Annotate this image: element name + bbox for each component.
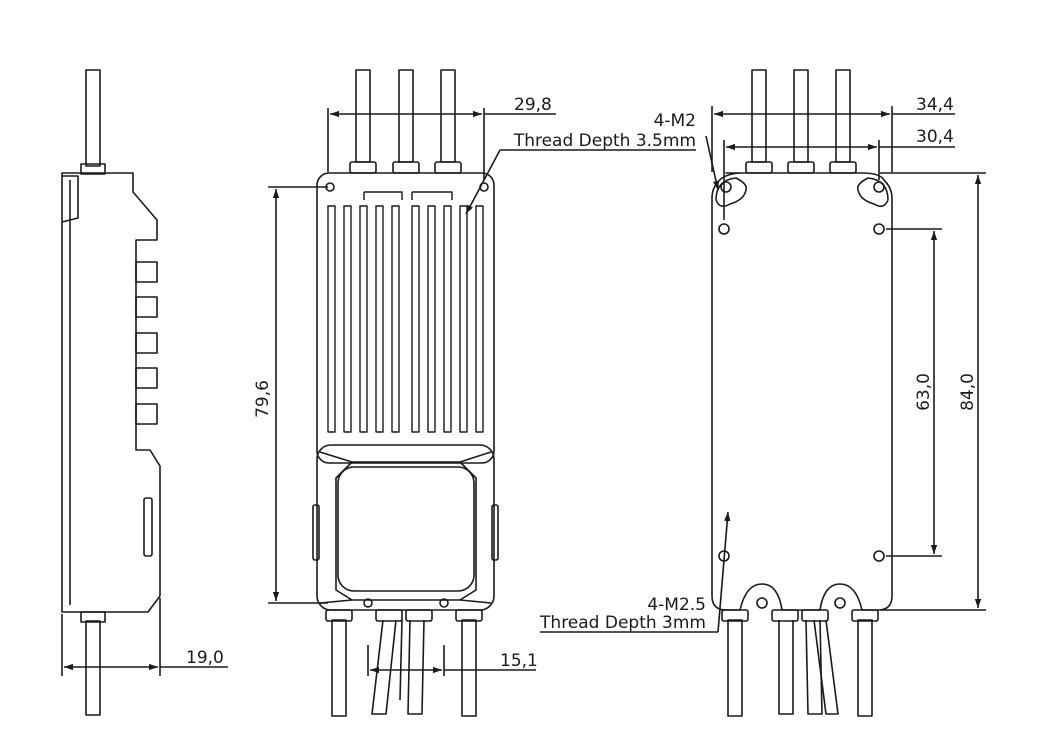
cap-cover-bevel (335, 461, 477, 601)
bottom-view-bottom-wires (721, 609, 879, 717)
heatsink-fins (327, 191, 484, 433)
top-view (312, 69, 499, 717)
label-top-thread-depth: Thread Depth 3.5mm (513, 131, 696, 151)
label-bottom-height: 84,0 (958, 373, 978, 411)
bottom-view-top-wires (745, 69, 857, 174)
top-hole-bottom-left (363, 598, 373, 608)
label-side-width: 19,0 (186, 648, 224, 668)
bottom-plate-outline (711, 172, 893, 611)
bottom-hole-m2-left (720, 181, 732, 193)
dim-top-wire-span (367, 645, 536, 676)
cap-side-right (491, 504, 499, 561)
label-bottom-outer-width: 34,4 (916, 95, 954, 115)
side-body-outline (61, 172, 161, 613)
dim-bottom-hole-span-y (886, 228, 942, 557)
dim-bottom-hole-span-x (723, 140, 955, 220)
heatsink-outline (316, 172, 495, 464)
bottom-hole-upper-right (873, 223, 885, 235)
top-view-bottom-wires (325, 609, 483, 717)
label-top-width: 29,8 (514, 95, 552, 115)
dim-top-height (268, 186, 328, 604)
label-bottom-thread-spec: 4-M2.5 (647, 595, 706, 615)
label-bottom-thread-depth: Thread Depth 3mm (539, 613, 706, 633)
dim-top-width (327, 108, 556, 180)
side-top-wire-boot (80, 163, 106, 175)
label-bottom-hole-span-y: 63,0 (914, 373, 934, 411)
cap-side-left (312, 504, 320, 561)
label-top-height: 79,6 (253, 380, 273, 418)
dim-bottom-height (880, 172, 986, 611)
bottom-view (711, 69, 893, 717)
label-top-wire-span: 15,1 (500, 651, 538, 671)
bottom-hole-m2-right (873, 181, 885, 193)
cap-cover-inner (337, 466, 475, 592)
bottom-hole-lower-right (873, 550, 885, 562)
label-bottom-hole-span-x: 30,4 (916, 127, 954, 147)
leader-top-thread (465, 149, 696, 215)
leader-bottom-m25 (540, 511, 731, 633)
side-clip (61, 175, 79, 223)
bottom-ear-left (715, 177, 748, 208)
dim-side-width (61, 598, 228, 676)
top-hole-bottom-right (439, 598, 449, 608)
bottom-hole-upper-left (718, 223, 730, 235)
label-top-thread-spec: 4-M2 (654, 111, 696, 131)
bottom-hole-m25-right (834, 597, 846, 609)
cap-cover-outer (316, 444, 495, 611)
bottom-ear-right (856, 177, 889, 208)
side-fins (135, 261, 158, 425)
side-bottom-wire (85, 620, 101, 716)
bottom-hole-m25-left (756, 597, 768, 609)
side-bottom-wire-boot (80, 611, 106, 623)
leader-bottom-m2 (705, 135, 720, 191)
side-view (61, 69, 161, 716)
top-view-top-wires (349, 69, 462, 174)
side-cap-bump (143, 497, 153, 557)
cap-cover-corners (319, 451, 492, 604)
dim-bottom-outer-width (711, 106, 955, 172)
side-top-wire (85, 69, 101, 167)
